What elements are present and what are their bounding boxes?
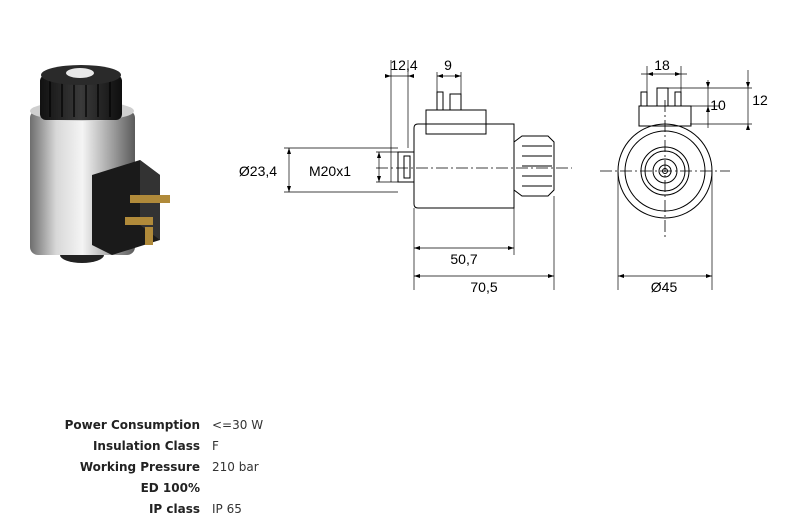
spec-label: Power Consumption (64, 418, 200, 432)
terminal-pin (125, 217, 153, 225)
side-connector-box (425, 109, 487, 135)
side-view (284, 60, 572, 290)
spec-value: 210 bar (212, 460, 259, 474)
spec-row-pressure: Working Pressure 210 bar (40, 457, 263, 478)
spec-value: <=30 W (212, 418, 264, 432)
terminal-pin (145, 227, 153, 245)
solenoid-coil-photo (30, 65, 170, 263)
dim-thread: M20x1 (309, 163, 351, 179)
side-knurled-nut (513, 135, 555, 197)
terminal-pin (130, 195, 170, 203)
dim-12: 12 (752, 92, 768, 108)
dim-9: 9 (444, 57, 452, 73)
specs-table: Power Consumption <=30 W Insulation Clas… (40, 415, 263, 520)
knurled-nut (40, 75, 122, 120)
side-thread-tube (397, 151, 415, 183)
spec-label: Working Pressure (79, 460, 200, 474)
end-view (600, 66, 752, 290)
side-pin (436, 91, 444, 111)
spec-label: ED 100% (140, 481, 200, 495)
spec-row-ip: IP class IP 65 (40, 499, 263, 520)
spec-value: F (212, 439, 219, 453)
nut-top-label (66, 68, 94, 78)
spec-row-power: Power Consumption <=30 W (40, 415, 263, 436)
dim-12-4: 12,4 (390, 57, 417, 73)
dim-10: 10 (710, 97, 726, 113)
dim-outer-diameter: Ø23,4 (239, 163, 277, 179)
spec-label: Insulation Class (92, 439, 200, 453)
dim-45-diameter: Ø45 (651, 279, 678, 295)
side-pin (449, 93, 462, 111)
dim-50-7: 50,7 (450, 251, 477, 267)
spec-label: IP class (148, 502, 200, 516)
spec-value: IP 65 (212, 502, 242, 516)
dim-70-5: 70,5 (470, 279, 497, 295)
side-body-outline (413, 123, 515, 209)
spec-row-duty: ED 100% (40, 478, 263, 499)
technical-drawing: 12,4 9 Ø23,4 M20x1 50,7 70,5 18 10 12 Ø4… (239, 57, 768, 295)
spec-row-insulation: Insulation Class F (40, 436, 263, 457)
dim-18: 18 (654, 57, 670, 73)
spec-value (212, 478, 263, 499)
